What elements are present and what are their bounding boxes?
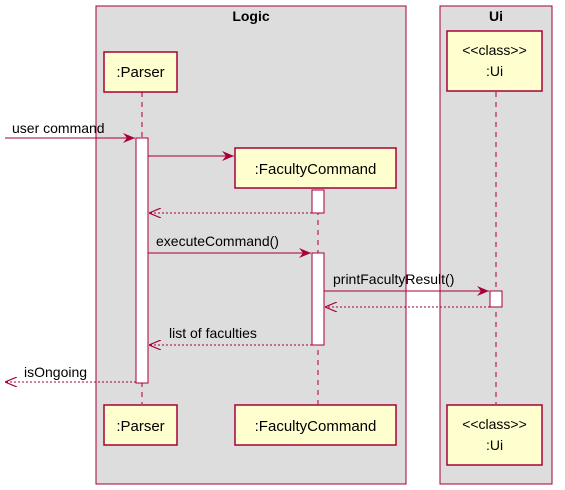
parser-participant-top-label: :Parser — [116, 64, 164, 81]
faculty-command-activation-create — [311, 189, 325, 214]
parser-activation — [135, 137, 149, 384]
faculty-command-participant-top-label: :FacultyCommand — [255, 161, 377, 178]
ui-participant-bottom-stereotype: <<class>> — [462, 416, 527, 432]
logic-box-title: Logic — [232, 8, 270, 24]
execute-command-label: executeCommand() — [156, 233, 279, 249]
parser-participant-bottom — [103, 404, 178, 446]
faculty-command-participant-bottom-label: :FacultyCommand — [255, 418, 377, 435]
ui-participant-top-label: :Ui — [486, 63, 503, 79]
parser-participant-bottom-label: :Parser — [116, 418, 164, 435]
ui-participant-top — [446, 30, 543, 92]
user-command-label: user command — [12, 120, 105, 136]
parser-participant-top — [103, 51, 178, 93]
faculty-command-participant-bottom — [234, 404, 397, 446]
ui-activation — [489, 290, 503, 308]
ui-box-title: Ui — [489, 8, 503, 24]
ui-participant-top-stereotype: <<class>> — [462, 42, 527, 58]
print-faculty-result-label: printFacultyResult() — [333, 271, 454, 287]
ui-participant-bottom — [446, 404, 543, 466]
is-ongoing-label: isOngoing — [24, 364, 87, 380]
faculty-command-participant-top — [234, 147, 397, 189]
ui-participant-bottom-label: :Ui — [486, 437, 503, 453]
list-of-faculties-label: list of faculties — [169, 325, 257, 341]
faculty-command-activation-execute — [311, 252, 325, 346]
